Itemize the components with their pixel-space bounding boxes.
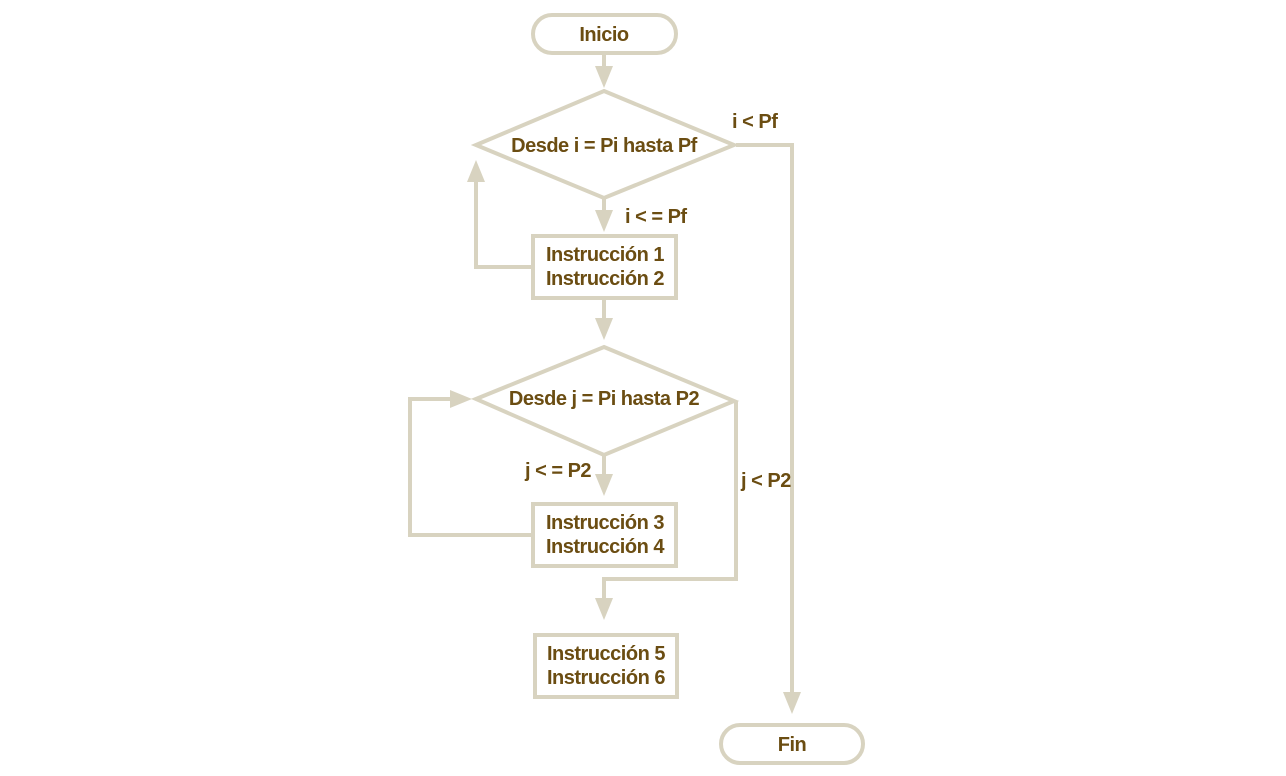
start-label: Inicio: [579, 24, 629, 46]
block-2-line-2: Instrucción 4: [546, 536, 665, 558]
arrowhead: [595, 210, 613, 232]
arrowhead: [595, 66, 613, 88]
block-3: [533, 633, 679, 699]
block-1-line-1: Instrucción 1: [546, 244, 664, 266]
edge-label-i-body: i < = Pf: [625, 206, 687, 228]
block-2-line-1: Instrucción 3: [546, 512, 664, 534]
block-2: [531, 502, 678, 568]
arrowhead: [595, 474, 613, 496]
edge-loop-j-exit: [602, 401, 738, 600]
arrowhead: [467, 160, 485, 182]
loop-i-decision: [470, 88, 740, 201]
block-1-line-2: Instrucción 2: [546, 268, 664, 290]
loop-i-label: Desde i = Pi hasta Pf: [511, 135, 698, 157]
arrowhead: [595, 318, 613, 340]
block-3-line-2: Instrucción 6: [547, 667, 665, 689]
block-3-line-1: Instrucción 5: [547, 643, 665, 665]
end-label: Fin: [778, 734, 807, 756]
edge-label-i-exit: i < Pf: [732, 111, 778, 133]
edge-block-2-loop-back: [408, 397, 532, 537]
loop-j-label: Desde j = Pi hasta P2: [509, 388, 700, 410]
loop-j-decision: [470, 344, 740, 458]
arrowhead: [783, 692, 801, 714]
block-1: [531, 234, 678, 300]
edge-label-j-body: j < = P2: [524, 460, 591, 482]
start-terminal: [531, 13, 678, 55]
edge-block-1-loop-back: [474, 180, 532, 269]
end-terminal: [719, 723, 865, 765]
edge-loop-i-exit: [736, 143, 794, 694]
arrowhead: [450, 390, 472, 408]
edge-label-j-exit: j < P2: [740, 470, 791, 492]
arrowhead: [595, 598, 613, 620]
